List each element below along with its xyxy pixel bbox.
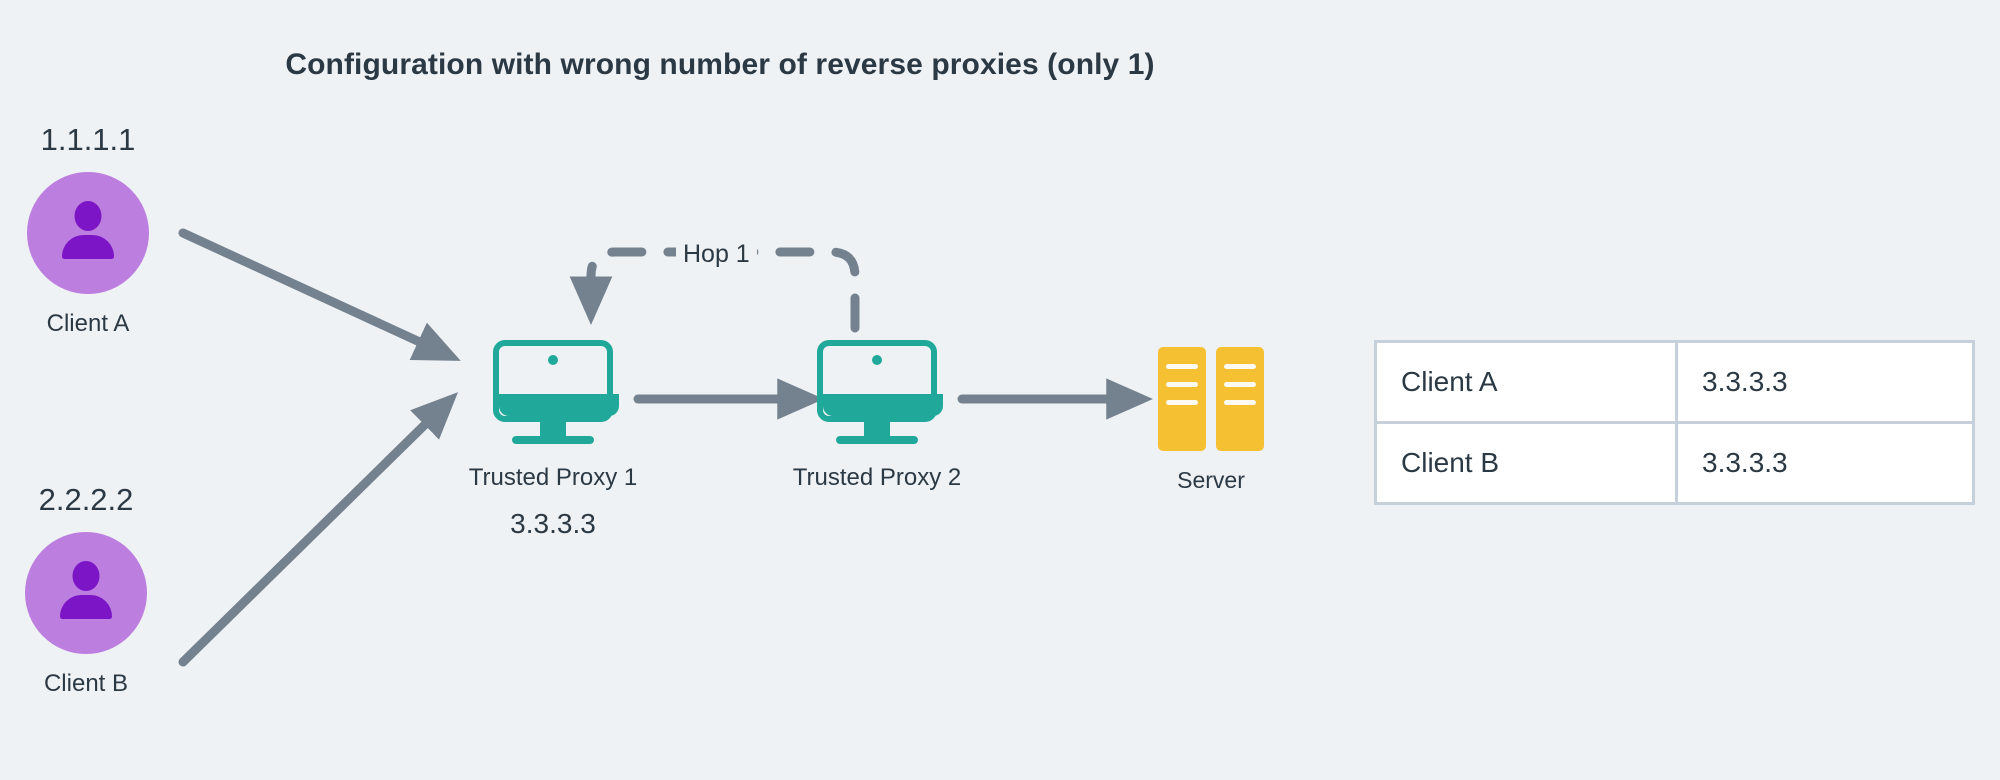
monitor-stand-base [512, 436, 594, 444]
server-slot [1166, 364, 1198, 369]
server-label: Server [1177, 467, 1245, 493]
table-row: Client A 3.3.3.3 [1374, 340, 1975, 424]
table-cell-ip: 3.3.3.3 [1675, 421, 1975, 505]
monitor-stand-base [836, 436, 918, 444]
page-title: Configuration with wrong number of rever… [285, 48, 1155, 81]
edge-client-a-to-proxy-1 [178, 228, 461, 361]
server-slot [1224, 364, 1256, 369]
server-slot [1166, 400, 1198, 405]
monitor-indicator-dot [872, 355, 882, 365]
proxy-node-1: Trusted Proxy 1 3.3.3.3 [423, 340, 683, 540]
user-icon-body [62, 235, 114, 259]
user-icon [74, 201, 102, 231]
server-slot [1166, 382, 1198, 387]
monitor-screen [817, 340, 943, 422]
proxy-node-2: Trusted Proxy 2 [747, 340, 1007, 492]
avatar [25, 532, 147, 654]
table-row: Client B 3.3.3.3 [1374, 421, 1975, 505]
table-cell-client: Client B [1374, 421, 1678, 505]
monitor-indicator-dot [548, 355, 558, 365]
proxy-1-label: Trusted Proxy 1 [468, 464, 638, 491]
edge-client-b-to-proxy-1 [178, 392, 459, 667]
client-node-a: 1.1.1.1 Client A [0, 122, 198, 338]
user-icon [72, 561, 100, 591]
server-slot [1224, 400, 1256, 405]
server-rack-right [1216, 347, 1264, 451]
server-node: Server [1121, 347, 1301, 494]
monitor-screen [493, 340, 619, 422]
client-b-ip: 2.2.2.2 [38, 482, 134, 517]
server-rack-left [1158, 347, 1206, 451]
monitor-icon [493, 340, 619, 448]
monitor-stand-neck [864, 422, 890, 438]
proxy-2-label: Trusted Proxy 2 [792, 464, 962, 491]
monitor-screen-fill [499, 394, 619, 416]
avatar [27, 172, 149, 294]
server-icon [1158, 347, 1264, 451]
user-icon-body [60, 595, 112, 619]
client-ip-mapping-table: Client A 3.3.3.3 Client B 3.3.3.3 [1374, 340, 1975, 505]
client-b-label: Client B [43, 670, 129, 697]
hop-label: Hop 1 [676, 240, 757, 269]
monitor-screen-fill [823, 394, 943, 416]
table-cell-client: Client A [1374, 340, 1678, 424]
client-node-b: 2.2.2.2 Client B [0, 482, 196, 698]
monitor-icon [817, 340, 943, 448]
monitor-stand-neck [540, 422, 566, 438]
server-slot [1224, 382, 1256, 387]
proxy-1-ip: 3.3.3.3 [510, 508, 596, 539]
table-cell-ip: 3.3.3.3 [1675, 340, 1975, 424]
client-a-ip: 1.1.1.1 [40, 122, 136, 157]
client-a-label: Client A [46, 310, 130, 337]
